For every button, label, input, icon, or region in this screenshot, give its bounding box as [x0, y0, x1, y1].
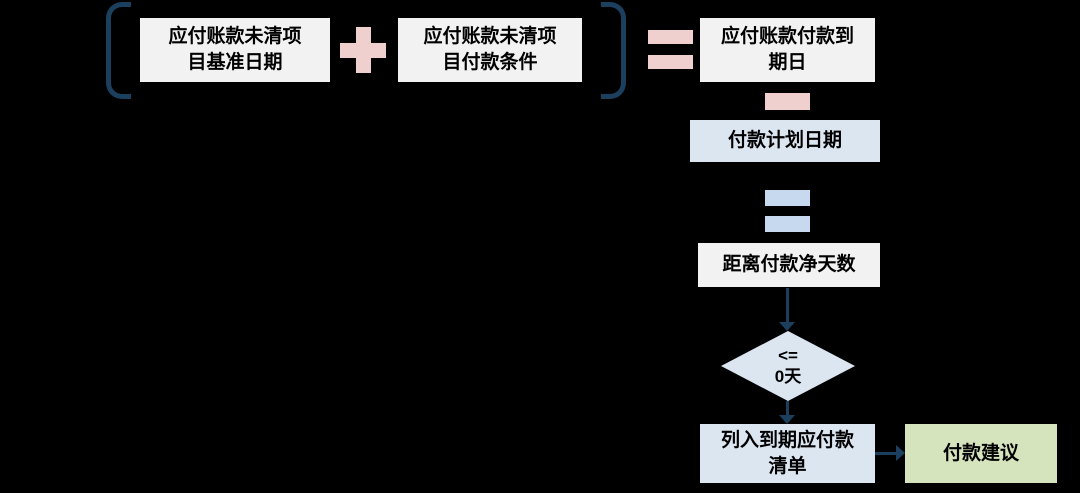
right-bracket-icon	[601, 2, 626, 99]
decision-lte-zero-days: <= 0天	[721, 331, 855, 401]
node-ap-payment-due-date: 应付账款付款到 期日	[700, 18, 875, 82]
node-payment-proposal: 付款建议	[905, 424, 1057, 483]
arrow-right-icon	[875, 445, 905, 461]
node-ap-open-item-baseline-date: 应付账款未清项 目基准日期	[140, 18, 330, 82]
equals-icon	[648, 30, 693, 69]
minus-icon	[765, 93, 810, 110]
node-net-days-to-payment: 距离付款净天数	[698, 243, 880, 287]
node-payment-plan-date: 付款计划日期	[690, 120, 880, 162]
left-bracket-icon	[106, 2, 131, 99]
arrow-down-icon	[779, 288, 795, 331]
arrow-down-icon	[779, 401, 795, 424]
node-due-payables-list: 列入到期应付款 清单	[700, 424, 875, 483]
plus-icon	[340, 27, 386, 73]
equals-icon	[765, 190, 810, 232]
node-ap-open-item-payment-terms: 应付账款未清项 目付款条件	[398, 18, 582, 82]
